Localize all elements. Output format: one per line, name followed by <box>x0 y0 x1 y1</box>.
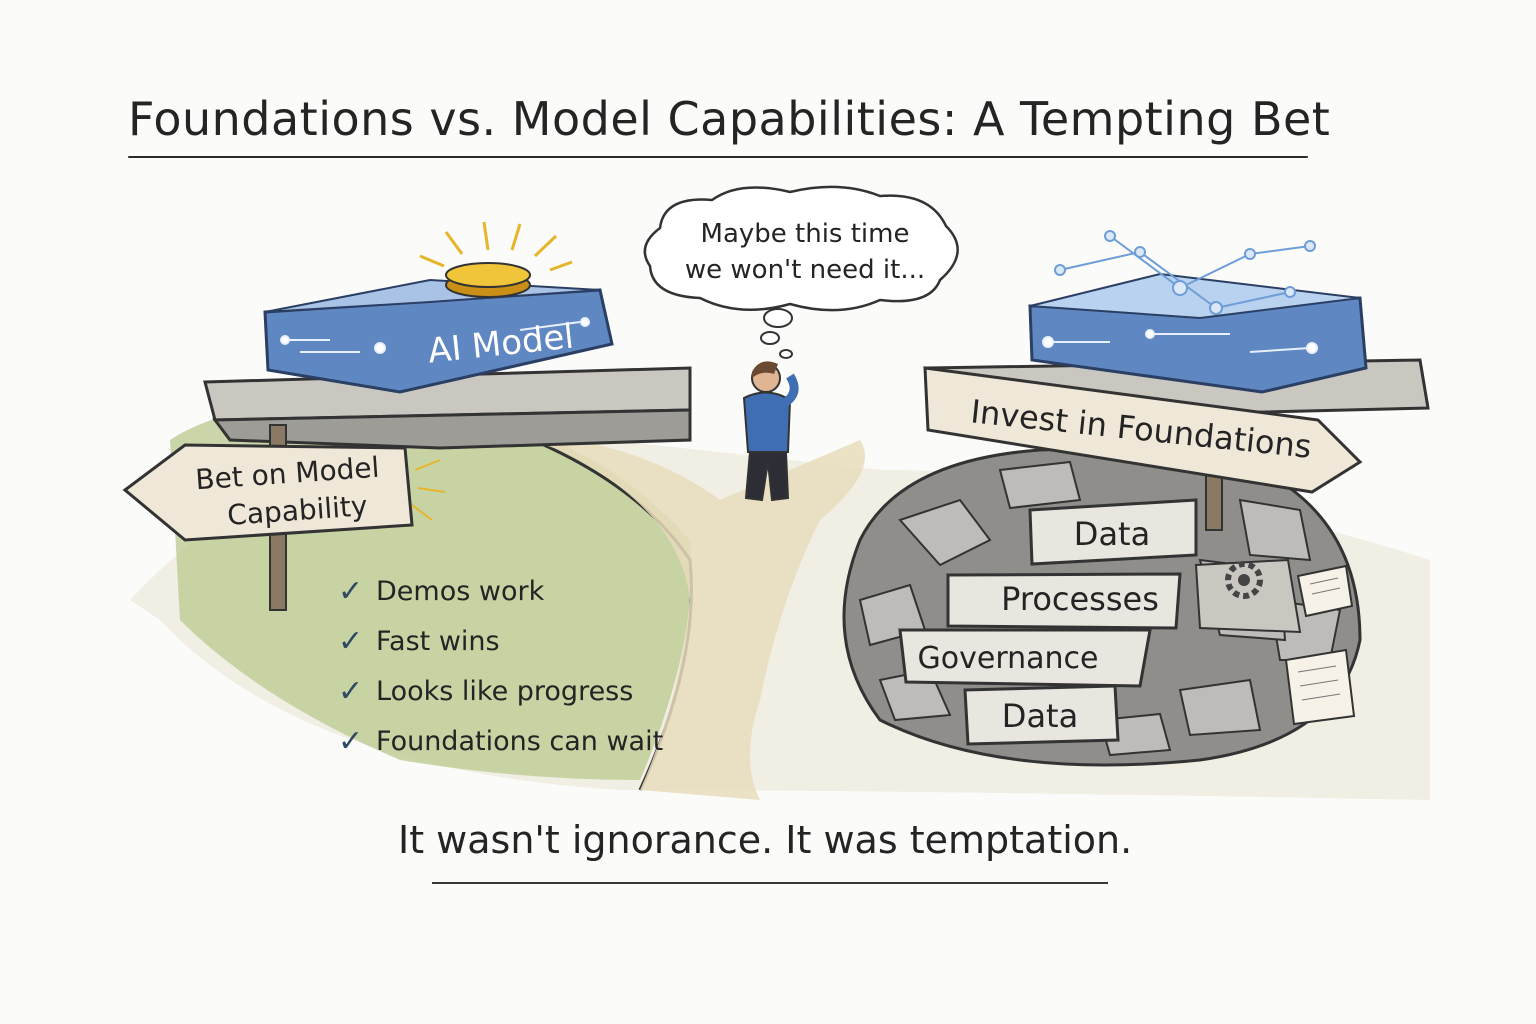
document-icon <box>1296 564 1354 618</box>
stone-label-1: Data <box>1074 515 1150 553</box>
temptation-checklist: ✓ Demos work ✓ Fast wins ✓ Looks like pr… <box>338 566 663 766</box>
sign-sparkle-icon <box>411 459 446 521</box>
stone-label-3: Governance <box>918 641 1099 676</box>
thought-dot-small <box>779 349 793 359</box>
caption-underline <box>432 882 1108 884</box>
checklist-item-label: Looks like progress <box>376 675 634 707</box>
stone-data-bottom <box>963 684 1120 746</box>
bet-on-model-sign <box>122 443 414 542</box>
checkmark-icon: ✓ <box>338 623 364 659</box>
stone-governance <box>898 628 1152 688</box>
checklist-item: ✓ Foundations can wait <box>338 716 663 766</box>
checklist-item: ✓ Demos work <box>338 566 663 616</box>
checklist-item: ✓ Fast wins <box>338 616 663 666</box>
papers-icon <box>1284 648 1356 726</box>
title-underline <box>128 156 1308 158</box>
thought-dot-medium <box>760 331 780 345</box>
checkmark-icon: ✓ <box>338 723 364 759</box>
stone-label-4: Data <box>1002 697 1078 735</box>
stone-processes <box>946 572 1182 630</box>
left-slab-side <box>212 408 692 450</box>
checklist-item: ✓ Looks like progress <box>338 666 663 716</box>
checkmark-icon: ✓ <box>338 673 364 709</box>
stone-label-2: Processes <box>1001 580 1159 618</box>
thought-bubble-text: Maybe this time we won't need it... <box>664 216 946 288</box>
checklist-item-label: Demos work <box>376 575 545 607</box>
caption: It wasn't ignorance. It was temptation. <box>398 818 1133 862</box>
thought-line-1: Maybe this time <box>700 219 910 249</box>
thinking-person <box>742 361 799 502</box>
gear-icon <box>1194 558 1302 634</box>
page-title: Foundations vs. Model Capabilities: A Te… <box>128 92 1331 146</box>
checklist-item-label: Foundations can wait <box>376 725 664 757</box>
stone-data-top <box>1028 498 1198 566</box>
invest-in-foundations-sign <box>923 366 1363 494</box>
network-icon <box>1054 230 1316 315</box>
thought-dot-large <box>763 308 793 328</box>
foundation-model-top <box>1029 272 1361 320</box>
checkmark-icon: ✓ <box>338 573 364 609</box>
circuit-lines-left <box>280 317 590 354</box>
checklist-item-label: Fast wins <box>376 625 500 657</box>
thought-line-2: we won't need it... <box>684 255 926 285</box>
gold-coin-icon <box>419 221 573 298</box>
dirt-path <box>500 430 865 800</box>
thought-bubble <box>643 185 959 312</box>
circuit-lines-right <box>1042 329 1318 354</box>
right-sign-post <box>1205 469 1223 531</box>
